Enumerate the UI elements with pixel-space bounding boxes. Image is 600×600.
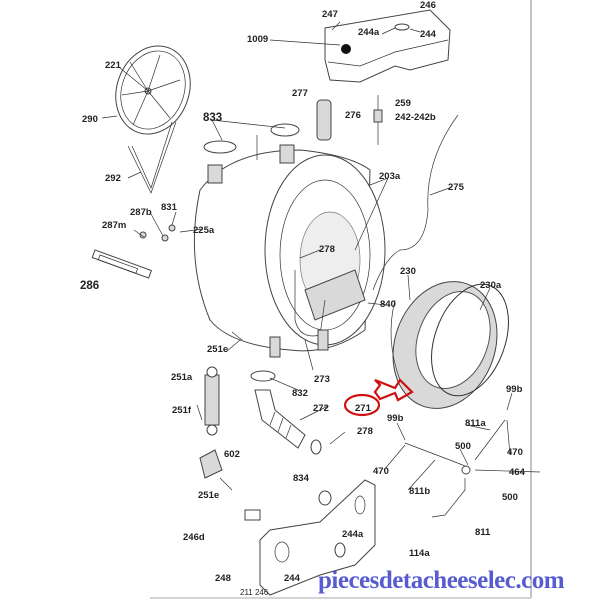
heating-element [91, 224, 176, 279]
label-251a: 251a [171, 372, 193, 383]
label-832: 832 [292, 388, 308, 399]
label-290: 290 [82, 114, 98, 125]
label-278-bottom: 278 [357, 426, 373, 437]
highlight-271 [343, 378, 414, 417]
pressure-tube [372, 114, 459, 291]
label-470-left: 470 [373, 466, 389, 477]
label-230: 230 [400, 266, 416, 277]
label-276: 276 [345, 110, 361, 121]
label-225a: 225a [193, 225, 215, 236]
label-242-242b: 242-242b [395, 112, 436, 123]
label-203a: 203a [379, 171, 401, 182]
drain-hose [250, 370, 322, 455]
label-287b: 287b [130, 207, 152, 218]
label-834: 834 [293, 473, 310, 484]
label-244: 244 [420, 29, 437, 40]
watermark: piecesdetacheeselec.com [318, 567, 565, 594]
label-602: 602 [224, 449, 240, 460]
label-99b-left: 99b [387, 413, 404, 424]
label-272: 272 [313, 403, 329, 414]
top-counterweight [324, 9, 451, 83]
label-500-b: 500 [502, 492, 518, 503]
pulley [115, 45, 191, 135]
leader-lines [101, 21, 541, 491]
tub-body [193, 123, 386, 358]
arrow-icon [373, 378, 414, 402]
label-831: 831 [161, 202, 178, 213]
label-244-bottom: 244 [284, 573, 301, 584]
label-811: 811 [475, 527, 491, 538]
shock-absorber [204, 366, 220, 436]
label-244a: 244a [358, 27, 380, 38]
label-251f: 251f [172, 405, 192, 416]
label-273: 273 [314, 374, 330, 385]
label-833: 833 [203, 112, 222, 124]
label-464: 464 [509, 467, 526, 478]
label-244a-bottom: 244a [342, 529, 364, 540]
label-278-top: 278 [319, 244, 335, 255]
label-246d: 246d [183, 532, 205, 543]
part-labels: 247 246 1009 244a 244 221 290 277 259 27… [80, 0, 526, 597]
label-99b-right: 99b [506, 384, 523, 395]
label-246: 246 [420, 0, 436, 11]
label-251e-b: 251e [198, 490, 219, 501]
bracket-602 [199, 449, 223, 479]
label-811a: 811a [465, 418, 486, 429]
label-287m: 287m [102, 220, 126, 231]
label-114a: 114a [409, 548, 430, 559]
label-271: 271 [355, 403, 372, 414]
label-221: 221 [105, 60, 122, 71]
label-277: 277 [292, 88, 308, 99]
label-840: 840 [380, 299, 396, 310]
label-286: 286 [80, 280, 99, 292]
label-248: 248 [215, 573, 231, 584]
label-275: 275 [448, 182, 465, 193]
label-1009: 1009 [247, 34, 268, 45]
label-811b: 811b [409, 486, 430, 497]
label-251e-a: 251e [207, 344, 228, 355]
label-211-246: 211 246 [240, 588, 269, 597]
label-500-a: 500 [455, 441, 471, 452]
label-470-right: 470 [507, 447, 523, 458]
door-gasket [390, 281, 509, 409]
hose-assembly [404, 419, 506, 518]
bottom-counterweight [244, 479, 376, 596]
label-259: 259 [395, 98, 411, 109]
drive-belt [127, 121, 177, 194]
label-247: 247 [322, 9, 338, 20]
hose-276 [316, 99, 332, 141]
label-292: 292 [105, 173, 121, 184]
label-230a: 230a [480, 280, 502, 291]
